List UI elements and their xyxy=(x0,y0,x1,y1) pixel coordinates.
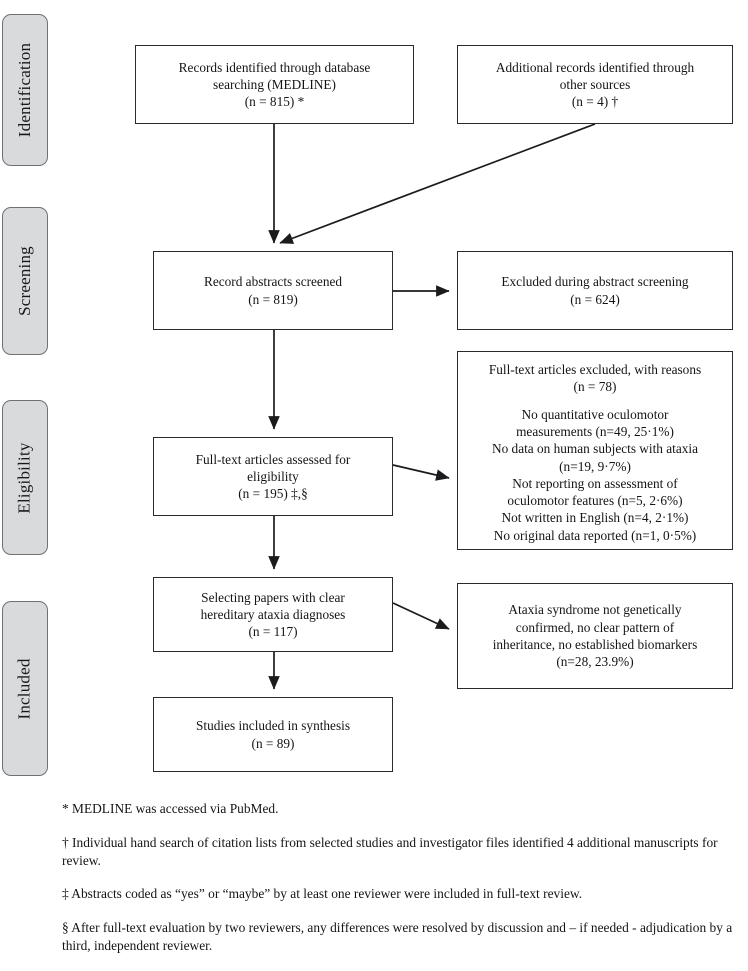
arrow-additional-to-screened xyxy=(279,123,596,244)
stage-tab-label: Eligibility xyxy=(15,441,34,514)
selecting-papers-box: Selecting papers with clear hereditary a… xyxy=(153,577,393,652)
footnote-abstract-coding: ‡ Abstracts coded as “yes” or “maybe” by… xyxy=(62,886,583,902)
arrow-fulltext-to-excluded xyxy=(392,464,450,481)
records-identified-box: Records identified through database sear… xyxy=(135,45,414,124)
studies-included-box: Studies included in synthesis (n = 89) xyxy=(153,697,393,772)
stage-tab-included: Included xyxy=(2,601,48,776)
fulltext-excluded-reasons-list: No quantitative oculomotor measurements … xyxy=(491,406,699,543)
selecting-papers-text: Selecting papers with clear hereditary a… xyxy=(200,589,346,640)
footnote-medline: * MEDLINE was accessed via PubMed. xyxy=(62,801,279,816)
fulltext-assessed-box: Full-text articles assessed for eligibil… xyxy=(153,437,393,516)
footnote-hand-search: † Individual hand search of citation lis… xyxy=(62,834,718,868)
abstracts-screened-box: Record abstracts screened (n = 819) xyxy=(153,251,393,330)
stage-tab-identification: Identification xyxy=(2,14,48,166)
fulltext-excluded-heading: Full-text articles excluded, with reason… xyxy=(488,362,702,395)
fulltext-assessed-text: Full-text articles assessed for eligibil… xyxy=(195,451,351,502)
additional-records-box: Additional records identified through ot… xyxy=(457,45,733,124)
additional-records-text: Additional records identified through ot… xyxy=(495,59,695,110)
stage-tab-label: Identification xyxy=(15,42,34,138)
footnote-adjudication: § After full-text evaluation by two revi… xyxy=(62,920,733,954)
excluded-abstract-screening-box: Excluded during abstract screening (n = … xyxy=(457,251,733,330)
records-identified-text: Records identified through database sear… xyxy=(178,59,371,110)
arrow-selecting-to-notconfirmed xyxy=(392,602,450,630)
stage-tab-screening: Screening xyxy=(2,207,48,355)
ataxia-not-confirmed-box: Ataxia syndrome not genetically confirme… xyxy=(457,583,733,689)
excluded-abstract-screening-text: Excluded during abstract screening (n = … xyxy=(501,274,689,307)
footnotes: * MEDLINE was accessed via PubMed. † Ind… xyxy=(62,800,738,955)
studies-included-text: Studies included in synthesis (n = 89) xyxy=(195,718,351,751)
stage-tab-label: Screening xyxy=(15,246,34,316)
stage-tab-label: Included xyxy=(15,657,35,720)
ataxia-not-confirmed-text: Ataxia syndrome not genetically confirme… xyxy=(492,602,698,670)
abstracts-screened-text: Record abstracts screened (n = 819) xyxy=(203,274,343,307)
stage-tab-eligibility: Eligibility xyxy=(2,400,48,555)
fulltext-excluded-reasons-box: Full-text articles excluded, with reason… xyxy=(457,351,733,550)
